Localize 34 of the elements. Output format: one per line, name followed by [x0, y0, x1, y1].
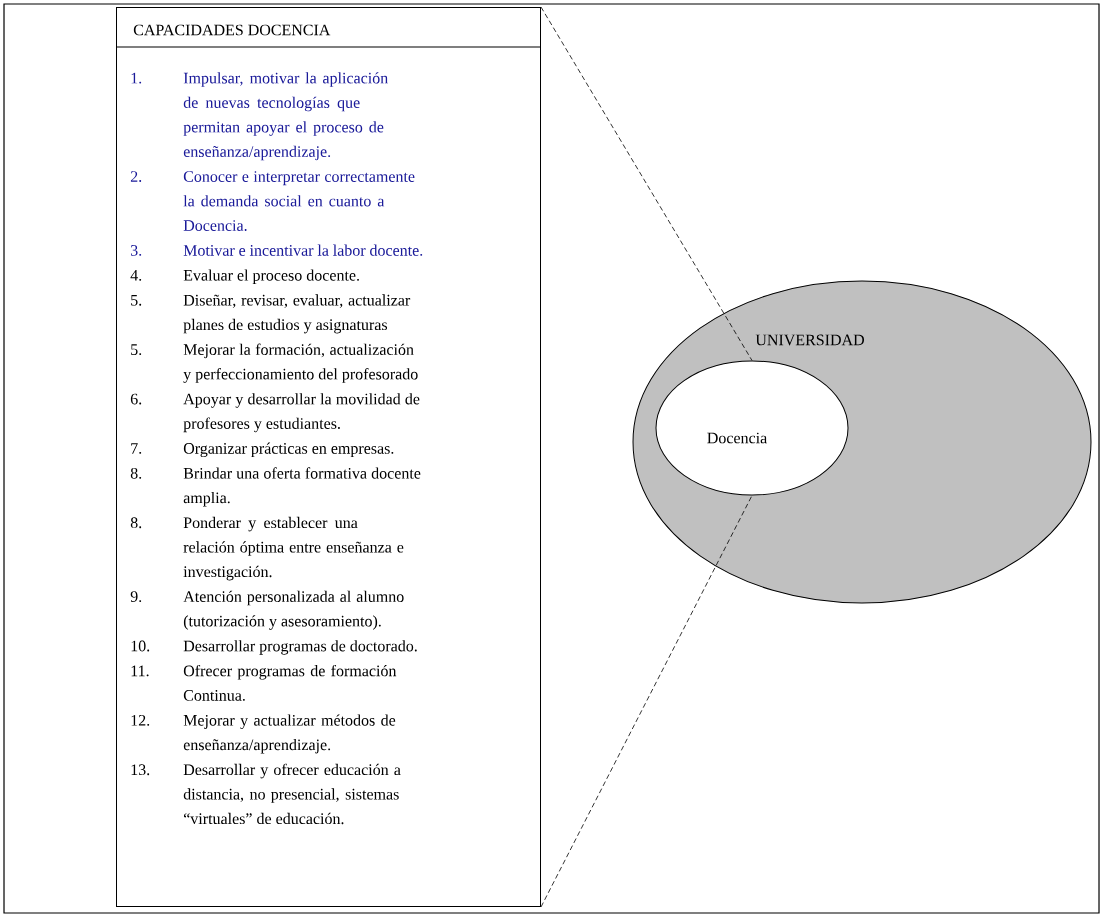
item-number: 6.	[130, 393, 142, 405]
item-number: 4.	[130, 270, 142, 281]
list-item: Organizar prácticas en empresas.	[183, 442, 394, 458]
item-number: 2.	[130, 171, 142, 182]
item-number: 7.	[131, 443, 142, 454]
item-number: 13.	[131, 764, 150, 776]
list-item: Ponderar y establecer una relación óptima entre enseñanza e investigación.	[183, 516, 404, 581]
item-number: 10.	[131, 640, 150, 652]
item-number: 8.	[130, 467, 142, 479]
list-item: Conocer e interpretar correctamente la demanda social en cuanto a Docencia.	[183, 171, 415, 231]
item-number: 3.	[130, 245, 142, 256]
list-item: Motivar e incentivar la labor docente.	[183, 244, 423, 256]
item-number: 9.	[130, 591, 142, 603]
item-number: 5.	[131, 344, 142, 356]
item-number: 11.	[131, 665, 149, 677]
box-heading: CAPACIDADES DOCENCIA	[133, 24, 331, 36]
dashed-line	[540, 495, 753, 908]
list-item: Impulsar, motivar la aplicación de nuevas tecnologías que permitan apoyar el proceso de enseñanza/aprendizaje.	[183, 72, 388, 161]
item-number: 8.	[130, 517, 142, 529]
list-item: Diseñar, revisar, evaluar, actualizar planes de estudios y asignaturas	[183, 294, 411, 334]
list-item: Mejorar la formación, actualización y perfeccionamiento del profesorado	[183, 343, 418, 383]
list-item: Desarrollar programas de doctorado.	[183, 640, 417, 655]
ellipse-label: UNIVERSIDAD	[755, 334, 864, 346]
item-number: 12.	[131, 714, 150, 726]
ellipse-label: Docencia	[707, 432, 767, 444]
list-item: Brindar una oferta formativa docente amplia.	[183, 467, 421, 507]
list-item: Desarrollar y ofrecer educación a distancia, no presencial, sistemas “virtuales” de educación.	[183, 763, 401, 825]
list-item: Evaluar el proceso docente.	[183, 269, 359, 284]
list-item: Mejorar y actualizar métodos de enseñanza/aprendizaje.	[183, 714, 396, 754]
item-number: 5.	[131, 294, 142, 306]
list-item: Ofrecer programas de formación Continua.	[183, 664, 397, 701]
item-number: 1.	[131, 72, 142, 84]
list-item: Apoyar y desarrollar la movilidad de profesores y estudiantes.	[183, 393, 420, 433]
list-item: Atención personalizada al alumno (tutorización y asesoramiento).	[183, 590, 404, 630]
